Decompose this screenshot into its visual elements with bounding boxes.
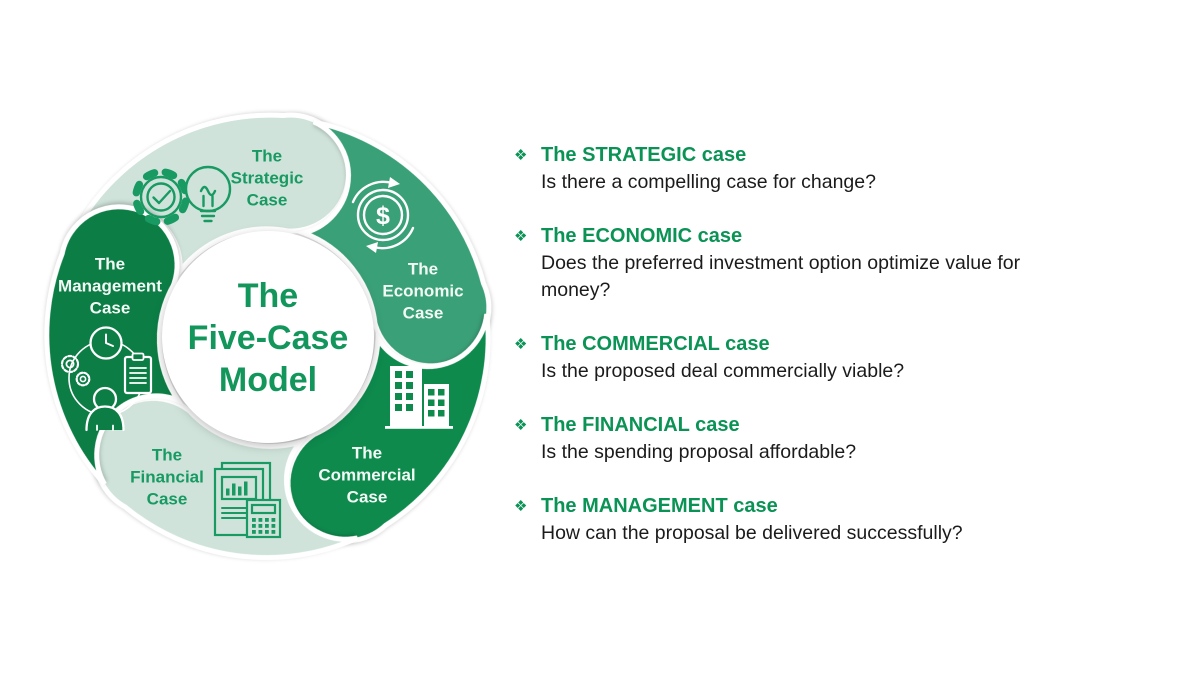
- dollar-cycle-icon: $: [351, 177, 415, 253]
- dollar-glyph: $: [376, 202, 390, 230]
- buildings-icon: [385, 366, 453, 429]
- diamond-bullet-icon: ❖: [514, 147, 528, 164]
- case-item-financial: ❖ The FINANCIAL case Is the spending pro…: [514, 412, 1076, 466]
- segment-label-commercial: The Commercial Case: [318, 443, 416, 506]
- diamond-bullet-icon: ❖: [514, 417, 528, 434]
- segment-label-financial: The Financial Case: [130, 445, 204, 508]
- diagram-center-title: The Five-Case Model: [187, 276, 349, 400]
- segment-label-economic: The Economic Case: [382, 259, 464, 322]
- case-heading-commercial: The COMMERCIAL case: [541, 333, 770, 355]
- case-description-financial: Is the spending proposal affordable?: [541, 441, 857, 463]
- case-description-management: How can the proposal be delivered succes…: [541, 522, 963, 544]
- diamond-bullet-icon: ❖: [514, 336, 528, 353]
- gear-check-lightbulb-icon: [132, 165, 232, 226]
- case-item-strategic: ❖ The STRATEGIC case Is there a compelli…: [514, 142, 1076, 196]
- case-heading-financial: The FINANCIAL case: [541, 414, 740, 436]
- segment-label-management: The Management Case: [58, 254, 162, 317]
- report-calculator-icon: [213, 461, 282, 539]
- diamond-bullet-icon: ❖: [514, 498, 528, 515]
- case-item-management: ❖ The MANAGEMENT case How can the propos…: [514, 493, 1076, 547]
- case-list: ❖ The STRATEGIC case Is there a compelli…: [514, 142, 1076, 574]
- case-description-economic: Does the preferred investment option opt…: [541, 252, 1021, 301]
- case-item-economic: ❖ The ECONOMIC case Does the preferred i…: [514, 223, 1076, 304]
- clock-person-clipboard-icon: [60, 326, 153, 432]
- diamond-bullet-icon: ❖: [514, 228, 528, 245]
- segment-label-strategic: The Strategic Case: [230, 146, 304, 209]
- case-item-commercial: ❖ The COMMERCIAL case Is the proposed de…: [514, 331, 1076, 385]
- case-description-commercial: Is the proposed deal commercially viable…: [541, 360, 905, 382]
- case-description-strategic: Is there a compelling case for change?: [541, 171, 876, 193]
- center-circle: [162, 231, 374, 443]
- case-heading-management: The MANAGEMENT case: [541, 495, 778, 517]
- case-heading-strategic: The STRATEGIC case: [541, 144, 747, 166]
- case-heading-economic: The ECONOMIC case: [541, 225, 743, 247]
